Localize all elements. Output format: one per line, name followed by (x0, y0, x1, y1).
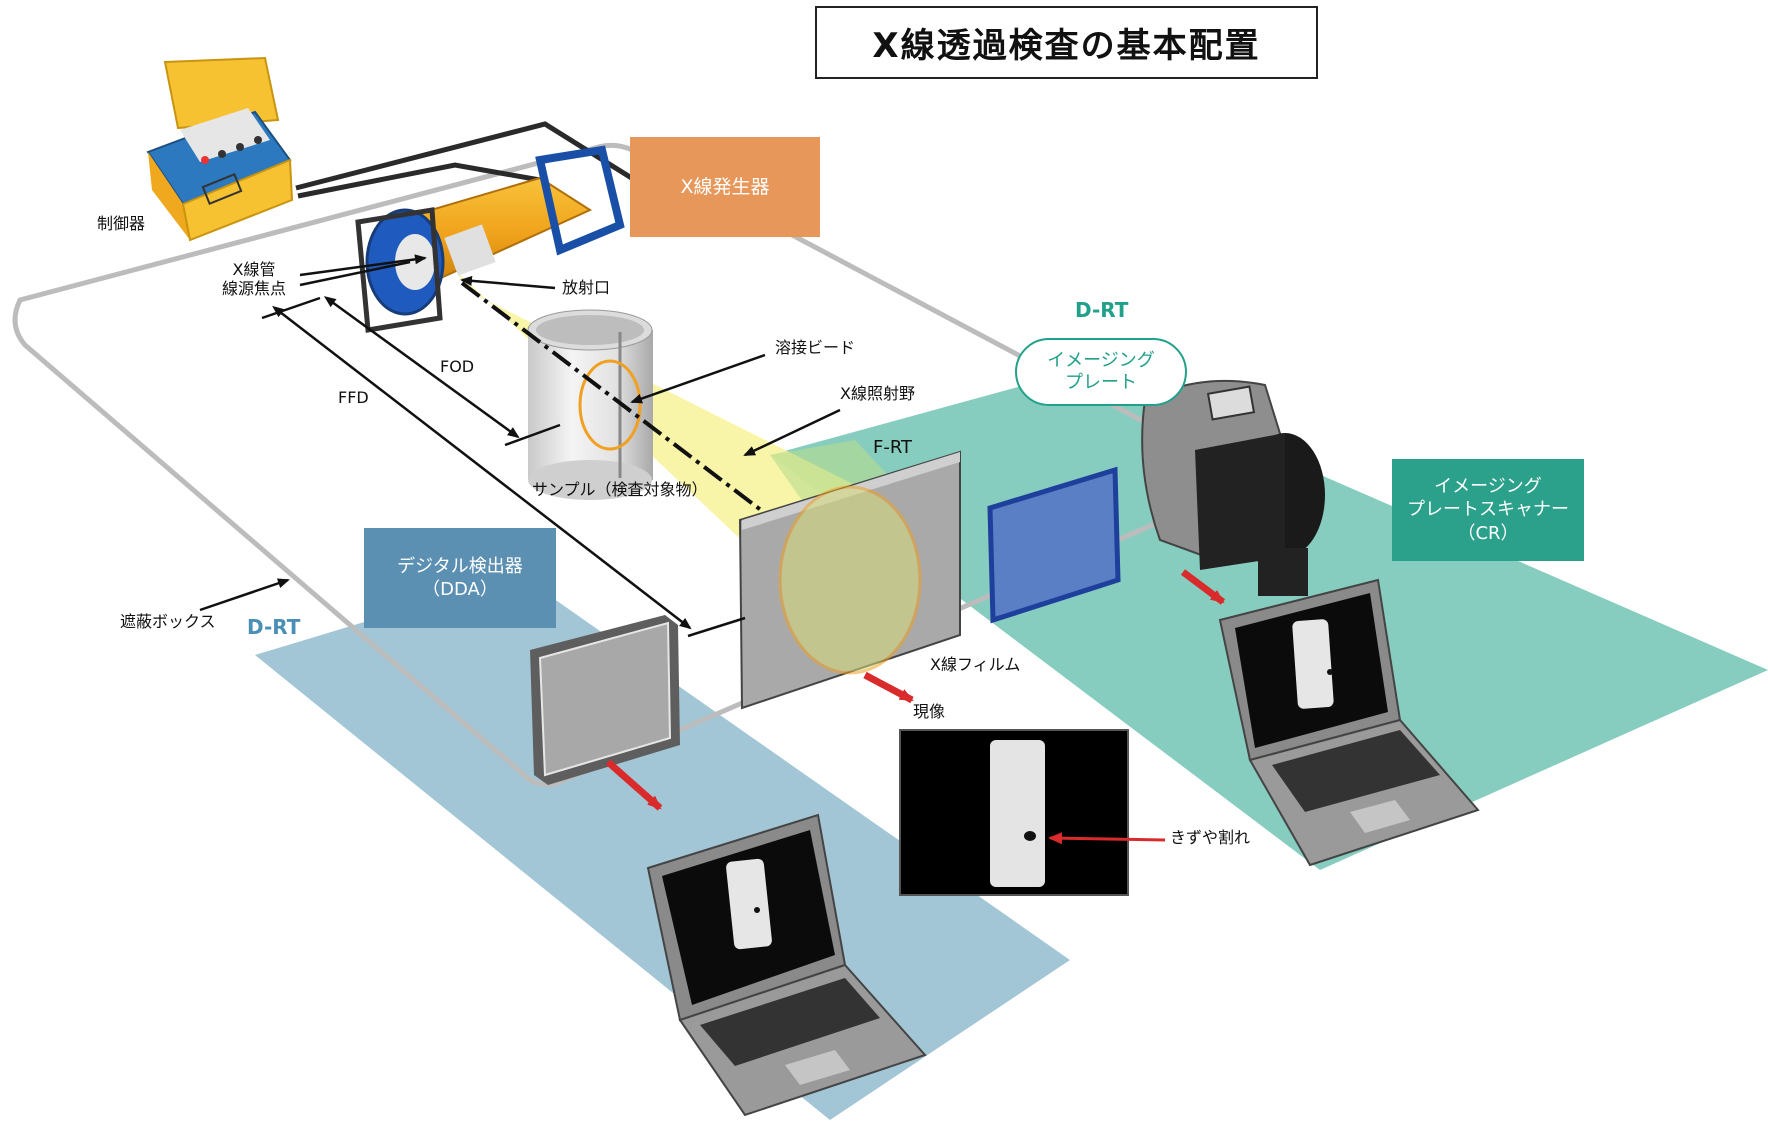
emission-port-label: 放射口 (562, 278, 611, 297)
scanner-label-line3: （CR） (1457, 522, 1519, 544)
shield-box-leader (199, 578, 290, 612)
develop-red-arrow (863, 671, 914, 704)
scanner-label-line2: プレートスキャナー (1407, 499, 1569, 521)
ffd-tick-film (687, 616, 746, 638)
irradiation-field-label: X線照射野 (840, 384, 915, 403)
dda-red-arrow (605, 759, 663, 811)
frt-label: F-RT (873, 437, 913, 458)
dda-floor-area (255, 575, 1070, 1120)
xray-film-panel (738, 450, 961, 710)
weld-bead-label: 溶接ビード (775, 338, 856, 357)
development-label: 現像 (913, 702, 946, 721)
shield-box-label: 遮蔽ボックス (120, 612, 216, 631)
xray-tube (355, 145, 625, 333)
drt-right-label: D-RT (1075, 298, 1129, 322)
developed-film-image (899, 729, 1129, 896)
xray-generator-box: X線発生器 (630, 137, 820, 237)
imaging-plate (987, 466, 1121, 624)
laptop-dda (646, 813, 927, 1117)
defect-red-arrow (1048, 832, 1166, 845)
xray-tube-leader (299, 254, 427, 277)
scanner-label-line1: イメージング (1434, 475, 1542, 497)
film-field-ellipse (778, 485, 922, 675)
defect-label: きずや割れ (1170, 828, 1251, 847)
controller-label: 制御器 (97, 214, 146, 233)
xray-generator-label: X線発生器 (680, 175, 770, 198)
imaging-plate-pill: イメージング プレート (1015, 338, 1187, 406)
ffd-label: FFD (338, 388, 369, 407)
dda-label-line1: デジタル検出器 (397, 555, 523, 577)
dda-label-line2: （DDA） (422, 579, 498, 600)
irradiation-field-leader (743, 408, 841, 457)
dda-detector (530, 615, 680, 785)
imaging-plate-label-line2: プレート (1065, 372, 1137, 393)
cr-scanner (1141, 379, 1325, 596)
imaging-plate-label-line1: イメージング (1047, 350, 1155, 372)
dda-box: デジタル検出器 （DDA） (364, 528, 556, 628)
laptop-cr (1218, 578, 1480, 867)
sample-label: サンプル（検査対象物） (532, 480, 708, 499)
diagram-title: X線透過検査の基本配置 (815, 6, 1318, 79)
control-cable-lower (297, 162, 541, 199)
sample-cylinder (527, 309, 653, 500)
xray-tube-label-line1: X線管 (232, 260, 276, 279)
controller-device (146, 56, 294, 242)
xray-tube-label-line2: 線源焦点 (222, 279, 287, 299)
fod-label: FOD (440, 357, 475, 376)
emission-port-leader (460, 275, 556, 290)
scanner-box: イメージング プレートスキャナー （CR） (1392, 459, 1584, 561)
weld-bead-leader (630, 353, 766, 404)
ffd-tick-source (261, 296, 321, 320)
cr-red-arrow (1180, 569, 1226, 605)
xray-tube-label: X線管 線源焦点 (222, 260, 286, 298)
xray-tube-leader-2 (299, 260, 411, 287)
drt-left-label: D-RT (247, 615, 301, 639)
xray-film-label: X線フィルム (930, 655, 1021, 674)
ffd-arrow (272, 305, 692, 630)
